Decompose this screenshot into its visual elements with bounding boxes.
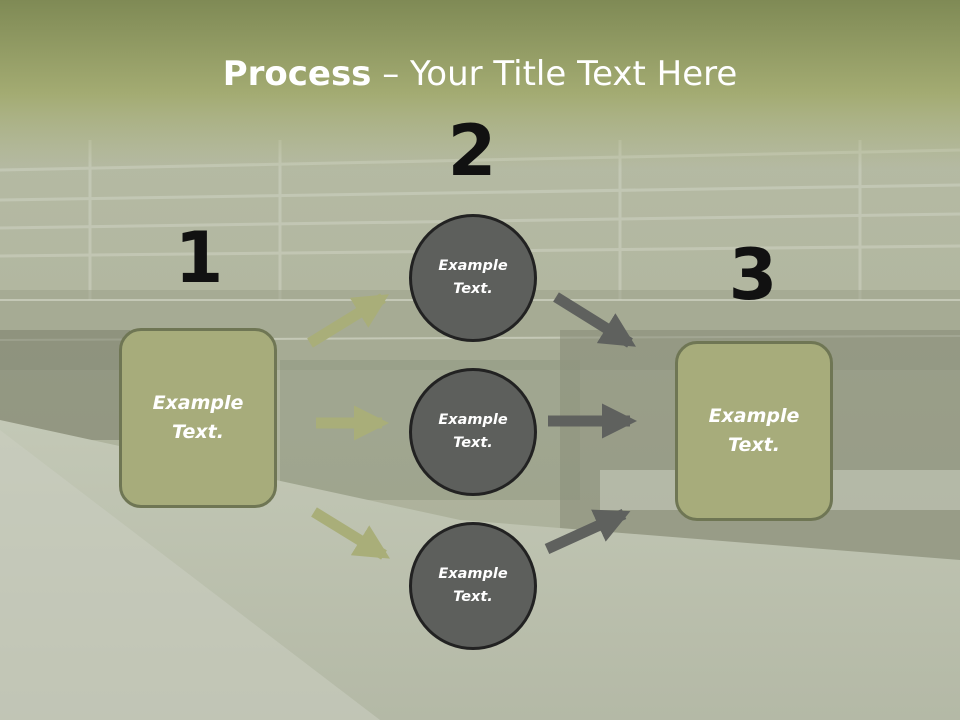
step-3-text: Example Text. [708, 405, 800, 456]
step-3-box: Example Text. [675, 341, 833, 521]
title-bold: Process [222, 54, 372, 94]
circle-bottom-text: Example Text. [438, 566, 508, 605]
page-title: Process – Your Title Text Here [0, 52, 960, 96]
step-number-3: 3 [728, 234, 778, 316]
step-2-circle-middle: Example Text. [409, 368, 537, 496]
step-number-2: 2 [447, 110, 497, 192]
step-1-box: Example Text. [119, 328, 277, 508]
arrow-1-to-bottom [311, 507, 390, 560]
arrow-bottom-to-3 [544, 508, 631, 555]
step-1-text: Example Text. [152, 392, 244, 443]
arrow-top-to-3 [553, 292, 636, 348]
circle-middle-text: Example Text. [438, 412, 508, 451]
step-number-1: 1 [174, 217, 224, 299]
step-2-circle-top: Example Text. [409, 214, 537, 342]
circle-top-text: Example Text. [438, 258, 508, 297]
arrow-1-to-top [307, 293, 389, 348]
step-2-circle-bottom: Example Text. [409, 522, 537, 650]
title-rest: – Your Title Text Here [371, 54, 738, 94]
